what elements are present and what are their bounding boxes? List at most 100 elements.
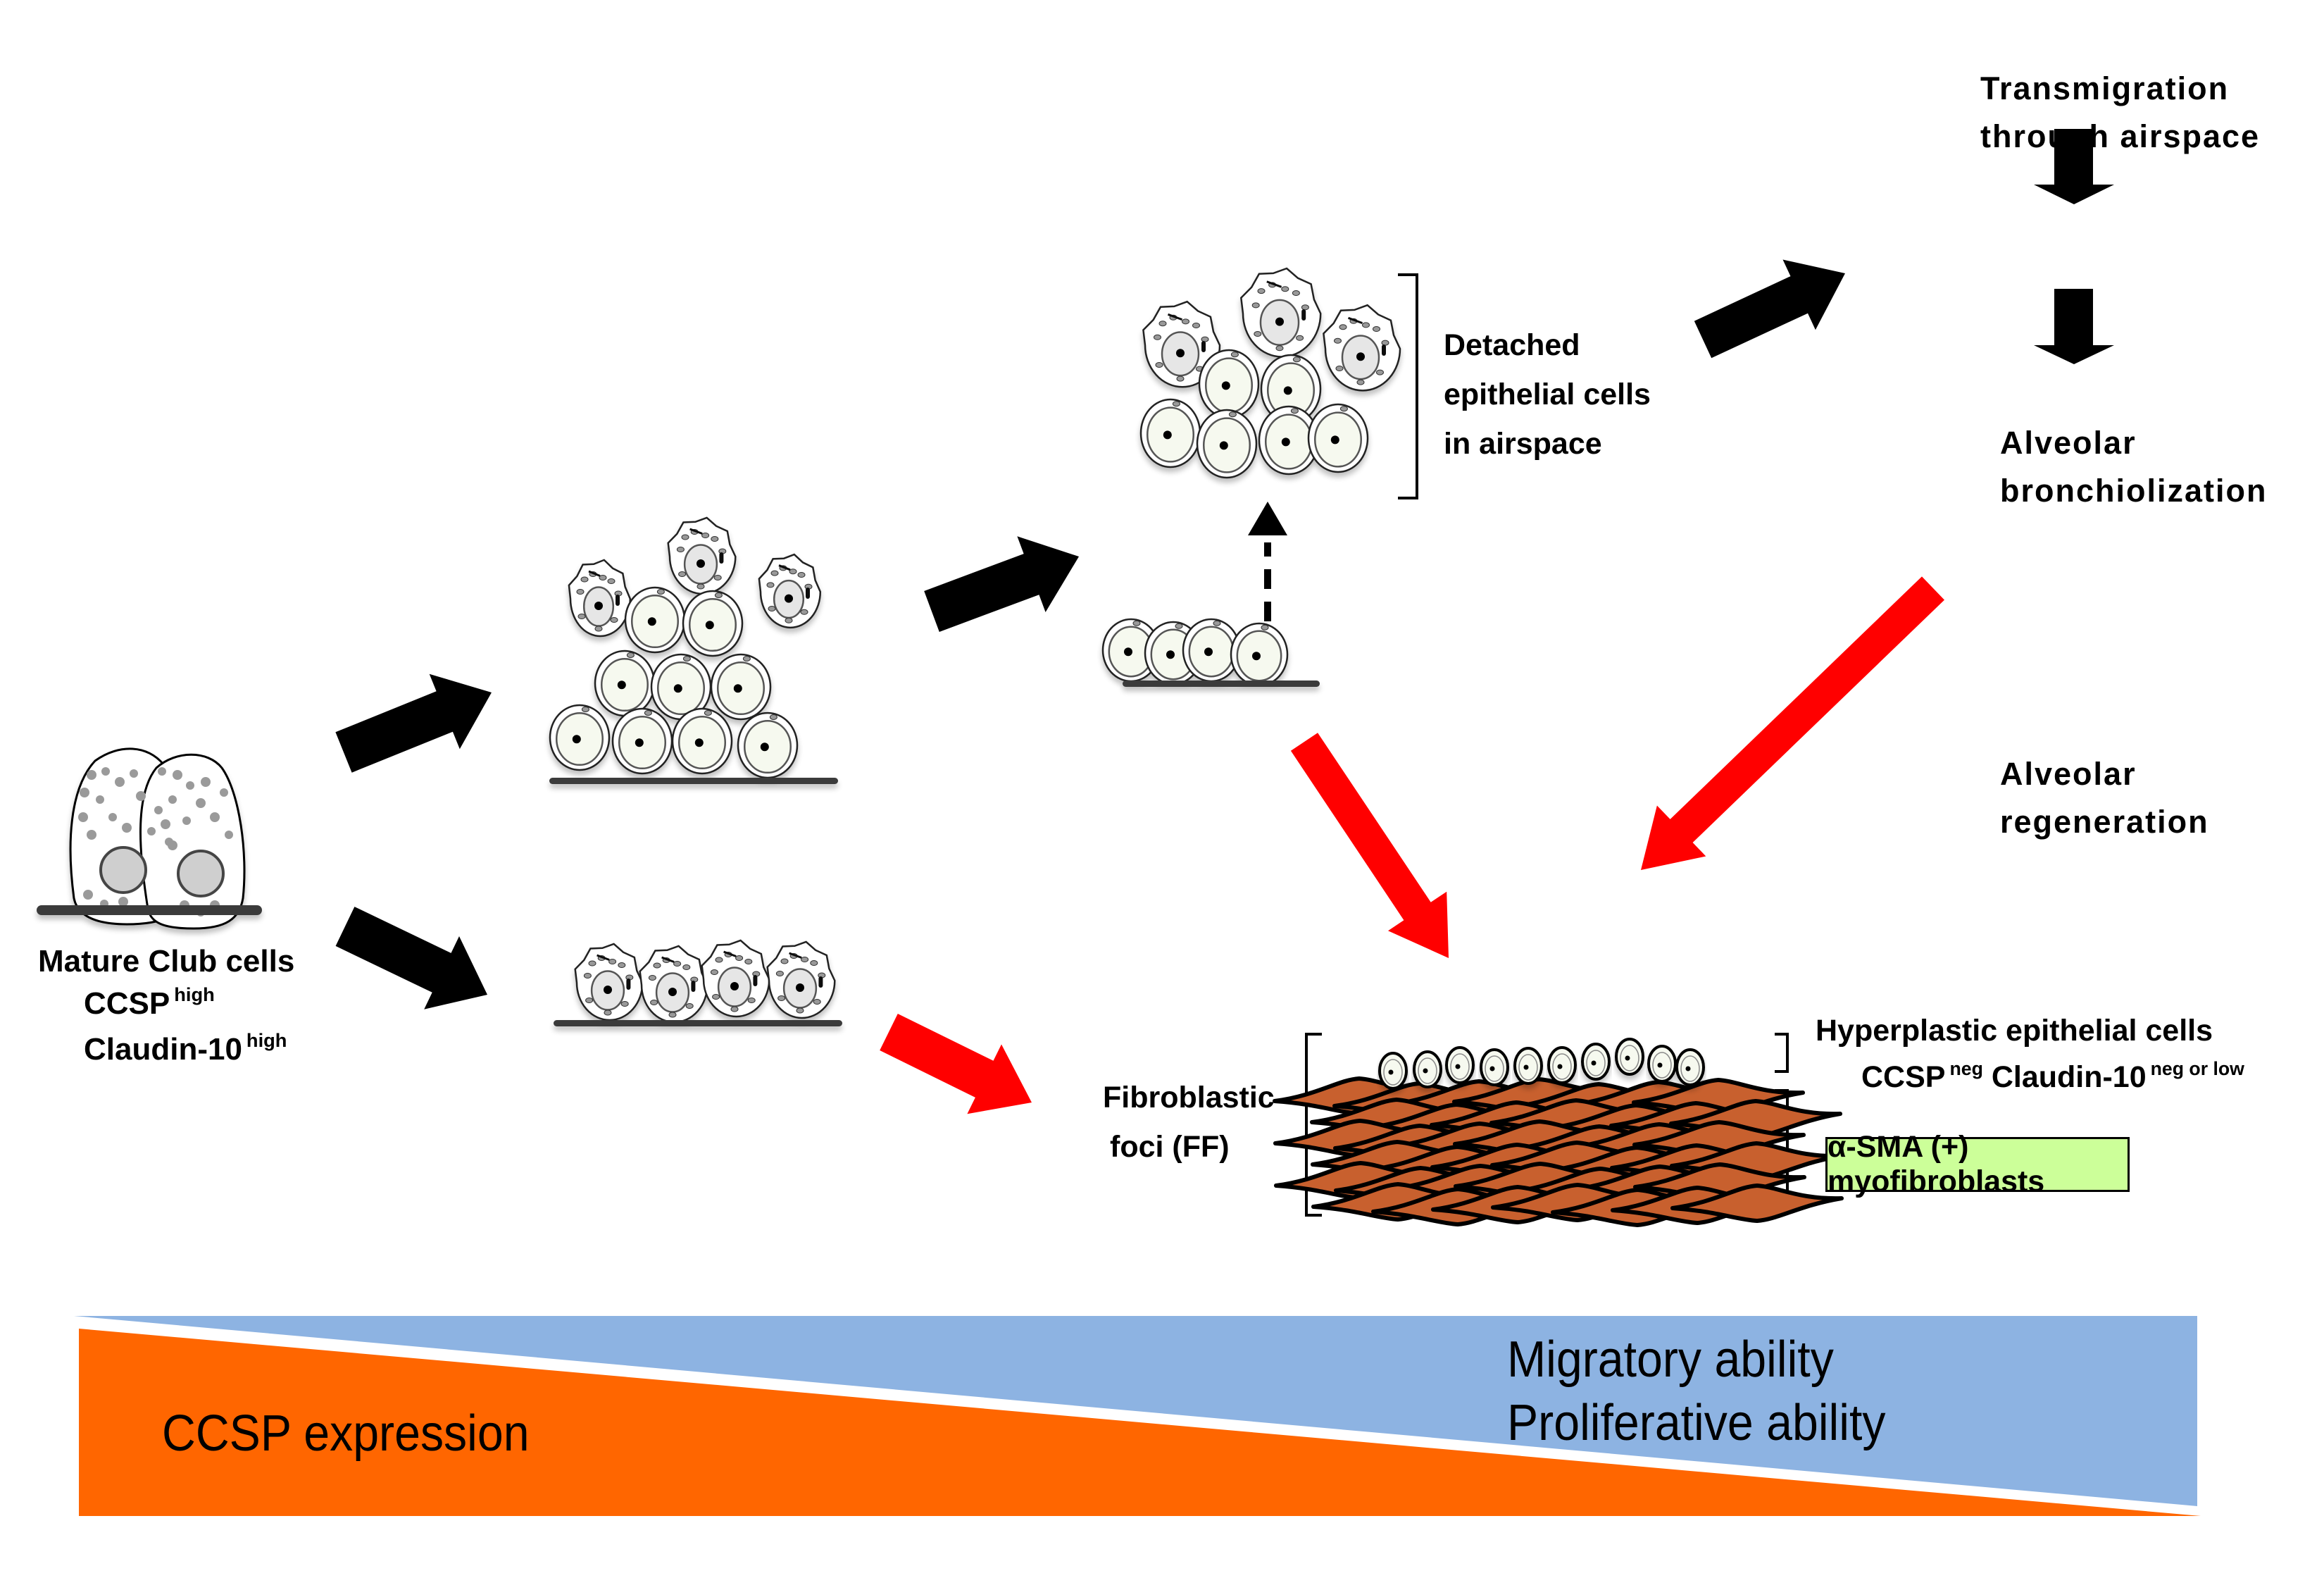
nucleolus xyxy=(1219,441,1228,450)
organelle xyxy=(710,969,718,975)
epithelial-cell xyxy=(594,650,656,717)
nucleolus xyxy=(1388,1069,1394,1075)
epithelial-cell xyxy=(737,712,799,779)
arrow-to-transmigration xyxy=(1694,259,1845,359)
nucleolus xyxy=(1204,647,1213,657)
ff-bracket-left xyxy=(1305,1033,1322,1217)
proliferative-ability-label: Proliferative ability xyxy=(1507,1395,1886,1451)
regeneration-label: Alveolar regeneration xyxy=(2000,750,2209,846)
gradient-bar xyxy=(74,1316,2201,1516)
basement-membrane xyxy=(1123,681,1320,687)
nucleolus xyxy=(594,602,603,610)
detached-bracket xyxy=(1398,273,1418,499)
epithelial-cell xyxy=(611,707,673,775)
epithelial-cell xyxy=(710,653,772,721)
regeneration-line-2: regeneration xyxy=(2000,804,2209,840)
arrow-to-injured-layer xyxy=(335,907,487,1009)
nucleolus xyxy=(1625,1055,1630,1061)
organelle xyxy=(1334,337,1342,344)
ccsp-expression-label: CCSP expression xyxy=(162,1405,530,1462)
nucleolus xyxy=(1166,650,1175,659)
organelle xyxy=(668,1012,677,1018)
organelle xyxy=(797,572,806,578)
organelle xyxy=(789,569,797,575)
hyperplastic-cell xyxy=(1615,1038,1644,1076)
hyperplastic-bracket xyxy=(1775,1033,1789,1073)
organelle xyxy=(1176,375,1185,382)
transmigration-line-1: Transmigration xyxy=(1980,70,2230,106)
organelle xyxy=(588,960,596,967)
red-arrow-detached-to-ff xyxy=(1290,733,1449,958)
organelle xyxy=(1362,322,1370,328)
organelle xyxy=(1192,323,1200,328)
epithelial-cell xyxy=(549,704,611,771)
nucleolus xyxy=(760,743,769,752)
nucleolus xyxy=(1330,435,1339,445)
nucleolus xyxy=(1252,652,1261,661)
organelle xyxy=(650,1000,658,1005)
organelle xyxy=(730,1006,739,1012)
organelle xyxy=(1376,369,1384,375)
mitochondrion xyxy=(753,975,758,986)
nucleolus xyxy=(1423,1068,1428,1074)
organelle xyxy=(770,570,779,576)
organelle xyxy=(676,547,685,552)
organelle xyxy=(713,575,722,580)
transmigration-line-2: through airspace xyxy=(1980,118,2261,154)
organelle xyxy=(685,1003,694,1009)
organelle xyxy=(801,957,809,962)
club-cell-nuclei xyxy=(99,846,225,897)
bronchiolization-label: Alveolar bronchiolization xyxy=(2000,419,2267,515)
ff-line-1: Fibroblastic xyxy=(1103,1081,1275,1114)
nucleolus xyxy=(1657,1062,1663,1068)
myofibroblast xyxy=(1670,1184,1844,1223)
hyperplastic-cell xyxy=(1445,1046,1475,1084)
organelle xyxy=(608,959,617,964)
secretory-granules xyxy=(78,767,233,917)
arrow-to-detached-cells xyxy=(924,536,1079,632)
gradient-ccsp-triangle xyxy=(79,1329,2201,1516)
organelle xyxy=(712,994,720,1000)
organelle xyxy=(1335,366,1344,371)
arrow-to-stacked-cells xyxy=(335,673,492,773)
organelle xyxy=(682,964,691,970)
mature-club-cells-illustration xyxy=(37,747,262,930)
organelle xyxy=(620,1001,629,1007)
nucleolus xyxy=(1283,386,1292,395)
basement-membrane xyxy=(37,905,262,915)
nucleolus xyxy=(1163,430,1172,440)
epithelial-cell xyxy=(1230,622,1289,687)
detached-cells-label: Detached epithelial cells in airspace xyxy=(1444,321,1651,468)
fibroblastic-foci-illustration xyxy=(1273,1038,1844,1227)
migratory-ability-label: Migratory ability xyxy=(1507,1331,1834,1388)
epithelial-cell xyxy=(1139,398,1201,468)
organelle xyxy=(653,962,661,969)
organelle xyxy=(766,582,775,588)
mitochondrion xyxy=(616,595,620,606)
nucleolus xyxy=(673,684,682,693)
organelle xyxy=(607,578,616,584)
mitochondrion xyxy=(1201,341,1206,352)
hyperplastic-cell xyxy=(1378,1052,1408,1090)
organelle xyxy=(747,998,756,1003)
attached-monolayer-illustration xyxy=(1101,618,1320,687)
epithelial-cell xyxy=(1198,349,1260,419)
ciliated-cell xyxy=(568,559,632,638)
organelle xyxy=(1254,331,1262,337)
myofibroblasts-label: α-SMA (+) myofibroblasts xyxy=(1825,1130,2130,1198)
organelle xyxy=(744,959,753,964)
organelle xyxy=(696,583,705,590)
organelle xyxy=(1155,362,1163,368)
red-arrow-injured-to-ff xyxy=(880,1014,1032,1114)
nucleolus xyxy=(1281,437,1290,447)
nucleolus xyxy=(1489,1066,1495,1071)
organelle xyxy=(604,1009,612,1016)
nucleolus xyxy=(635,738,644,747)
detached-cells-illustration xyxy=(1139,267,1401,479)
stacked-epithelial-cells-illustration xyxy=(549,516,838,784)
nucleolus xyxy=(1557,1064,1563,1069)
